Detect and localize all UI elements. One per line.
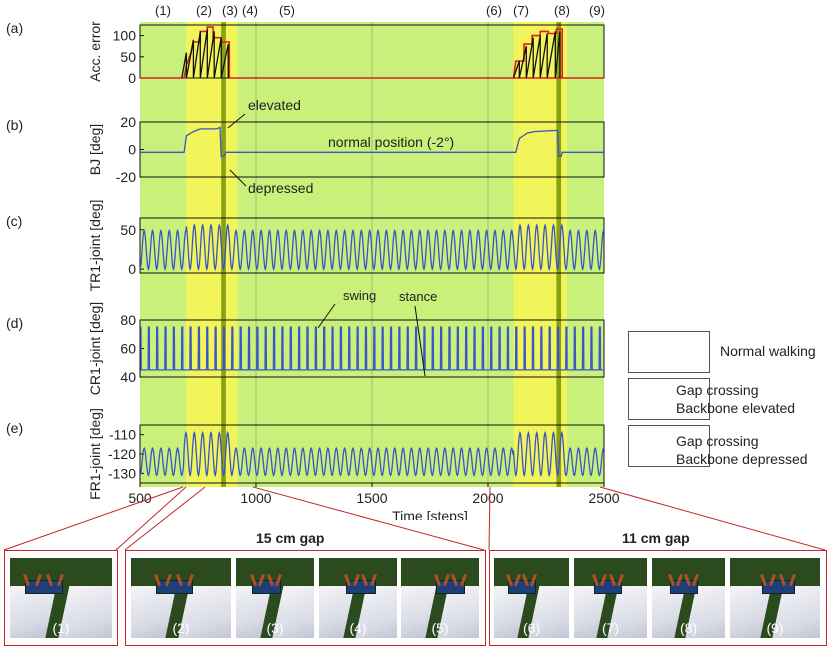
x-tick-label: 2000: [472, 490, 503, 506]
annotation-stance: stance: [399, 289, 437, 304]
panel-a: (a) Acc. error 100 50 0: [6, 20, 605, 86]
annotations: elevated depressed normal position (-2°) sw…: [227, 97, 454, 377]
annotation-elevated: elevated: [248, 97, 301, 113]
legend-swatch-depressed: [628, 425, 710, 467]
y-tick-label: 60: [120, 341, 136, 357]
snapshot-label: (9): [766, 620, 784, 636]
legend-label-depressed: Gap crossing Backbone depressed: [676, 433, 808, 467]
y-tick-label: 80: [120, 312, 136, 328]
snapshot-9: (9): [730, 558, 820, 638]
y-tick-label: -20: [116, 169, 136, 185]
snapshot-label: (1): [52, 620, 70, 636]
annotation-arrow: [229, 169, 247, 187]
x-tick-label: 500: [128, 490, 152, 506]
phase-label-9: (9): [589, 3, 605, 18]
x-tick-label: 1500: [356, 490, 387, 506]
snapshot-label: (5): [431, 620, 449, 636]
y-tick-label: -110: [109, 427, 136, 443]
x-axis-label: Time [steps]: [392, 508, 468, 520]
snapshot-6: (6): [494, 558, 569, 638]
gap-title-15: 15 cm gap: [256, 530, 325, 546]
panels: (a) Acc. error 100 50 0 (b) BJ [deg] 20 0 -20 (c) T…: [6, 20, 605, 500]
y-tick-label: 50: [120, 49, 136, 65]
panel-b: (b) BJ [deg] 20 0 -20: [6, 114, 605, 185]
annotation-arrow: [414, 305, 426, 377]
snapshot-label: (6): [522, 620, 541, 636]
snapshot-label: (3): [266, 620, 284, 636]
legend-swatch-elevated: [628, 378, 710, 420]
snapshot-7: (7): [574, 558, 647, 638]
shade-band-elevated: [186, 22, 238, 487]
panel-letter: (e): [6, 420, 23, 436]
shade-band-depressed: [221, 22, 226, 487]
y-axis-label: BJ [deg]: [87, 124, 103, 175]
annotation-normal-position: normal position (-2°): [328, 134, 454, 150]
y-tick-label: 0: [128, 261, 136, 277]
panel-frame: [139, 217, 605, 274]
panel-letter: (b): [6, 117, 23, 133]
phase-label-2: (2): [196, 3, 212, 18]
snapshot-5: (5): [401, 558, 479, 638]
y-axis-label: FR1-joint [deg]: [87, 408, 103, 500]
phase-label-6: (6): [486, 3, 502, 18]
snapshot-label: (4): [349, 620, 367, 636]
y-tick-label: 40: [120, 369, 136, 385]
snapshot-4: (4): [319, 558, 397, 638]
series-line-b-0: [140, 126, 604, 158]
panel-c: (c) TR1-joint [deg] 50 0: [6, 200, 605, 292]
y-axis-label: CR1-joint [deg]: [87, 302, 103, 395]
phase-label-4: (4): [242, 3, 258, 18]
panel-d: (d) CR1-joint [deg] 80 60 40: [6, 302, 605, 395]
phase-label-3: (3): [222, 3, 238, 18]
series-line-a-1: [181, 29, 561, 79]
snapshot-8: (8): [652, 558, 725, 638]
robot-leg: [616, 573, 624, 587]
annotation-swing: swing: [343, 288, 376, 303]
snapshot-label: (8): [679, 620, 698, 636]
figure-canvas: (1) (2) (3) (4) (5) (6) (7) (8) (9) (a) Acc. erro…: [6, 3, 620, 520]
series-line-c-0: [139, 223, 605, 272]
legend-label-elevated: Gap crossing Backbone elevated: [676, 382, 796, 416]
snapshot-3: (3): [236, 558, 314, 638]
y-tick-label: 100: [113, 28, 137, 44]
legend-swatch-normal: [628, 331, 710, 373]
snapshot-1: (1): [10, 558, 112, 638]
x-tick-label: 1000: [240, 490, 271, 506]
series-line-e-0: [139, 430, 605, 478]
y-tick-label: -120: [108, 446, 136, 462]
snapshot-2: (2): [131, 558, 231, 638]
phase-label-1: (1): [155, 3, 171, 18]
y-tick-label: 50: [120, 222, 136, 238]
phase-label-5: (5): [279, 3, 295, 18]
panel-letter: (a): [6, 20, 23, 36]
annotation-depressed: depressed: [248, 180, 313, 196]
annotation-arrow: [227, 113, 246, 129]
robot-leg: [459, 573, 467, 587]
snapshot-label: (7): [601, 620, 620, 636]
panel-letter: (c): [6, 213, 22, 229]
legend-label-normal: Normal walking: [720, 343, 816, 359]
panel-e: (e) FR1-joint [deg] -110 -120 -130: [6, 408, 605, 500]
phase-labels: (1) (2) (3) (4) (5) (6) (7) (8) (9): [155, 3, 605, 18]
series-line-d-0: [140, 326, 604, 371]
phase-label-8: (8): [554, 3, 570, 18]
snapshot-label: (2): [172, 620, 190, 636]
y-axis-label: Acc. error: [87, 21, 103, 82]
phase-label-7: (7): [513, 3, 529, 18]
y-tick-label: -130: [108, 465, 136, 481]
y-tick-label: 0: [128, 70, 136, 86]
annotation-arrow: [317, 303, 336, 329]
y-tick-label: 20: [120, 114, 136, 130]
y-tick-label: 0: [128, 142, 136, 158]
x-tick-label: 2500: [588, 490, 619, 506]
gap-title-11: 11 cm gap: [622, 530, 690, 546]
y-axis-label: TR1-joint [deg]: [87, 200, 103, 292]
robot-leg: [370, 573, 377, 587]
panel-letter: (d): [6, 315, 23, 331]
